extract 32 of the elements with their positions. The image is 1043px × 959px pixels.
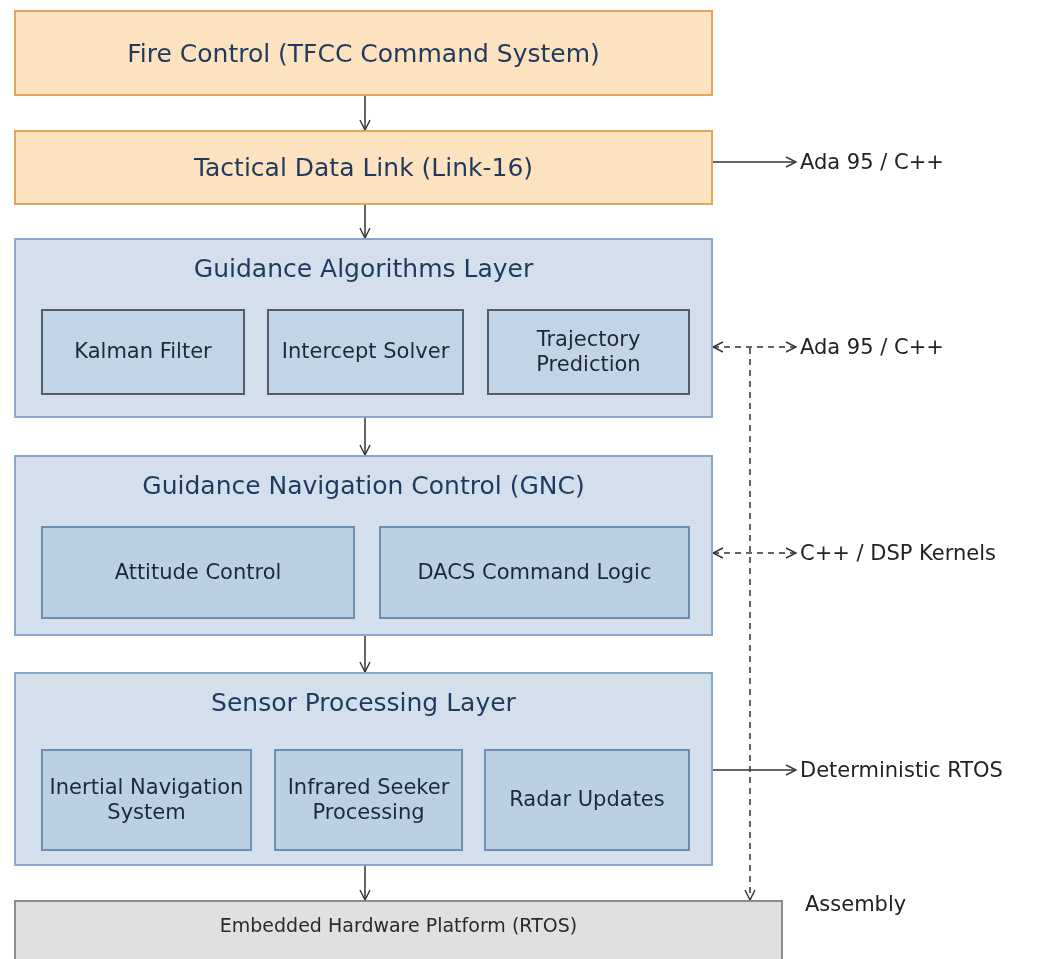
arrow: [744, 347, 756, 901]
arrow: [712, 341, 797, 353]
process-box: Fire Control (TFCC Command System): [14, 10, 713, 96]
process-box: Tactical Data Link (Link-16): [14, 130, 713, 205]
platform-box: Embedded Hardware Platform (RTOS): [14, 900, 783, 959]
language-label: Deterministic RTOS: [800, 754, 1040, 786]
module-box: DACS Command Logic: [379, 526, 690, 619]
module-box: Trajectory Prediction: [487, 309, 690, 395]
layer-panel: [14, 455, 713, 636]
language-label: Ada 95 / C++: [800, 146, 1020, 178]
layer-panel: [14, 672, 713, 866]
layer-title: Sensor Processing Layer: [210, 688, 517, 717]
module-box: Intercept Solver: [267, 309, 464, 395]
arrow: [712, 547, 797, 559]
beside-label: Assembly: [805, 892, 907, 916]
arrow: [712, 764, 797, 776]
language-label: Ada 95 / C++: [800, 331, 1020, 363]
arrow: [359, 95, 371, 131]
arrow: [359, 635, 371, 673]
arrow: [359, 417, 371, 456]
module-box: Kalman Filter: [41, 309, 245, 395]
module-box: Inertial Navigation System: [41, 749, 252, 851]
layer-title: Guidance Navigation Control (GNC): [141, 471, 586, 500]
module-box: Attitude Control: [41, 526, 355, 619]
layer-panel: [14, 238, 713, 418]
module-box: Infrared Seeker Processing: [274, 749, 463, 851]
layer-title: Guidance Algorithms Layer: [192, 254, 535, 283]
arrow: [359, 865, 371, 901]
module-box: Radar Updates: [484, 749, 690, 851]
arrow: [712, 156, 797, 168]
language-label: C++ / DSP Kernels: [800, 537, 1035, 569]
arrow: [359, 204, 371, 239]
